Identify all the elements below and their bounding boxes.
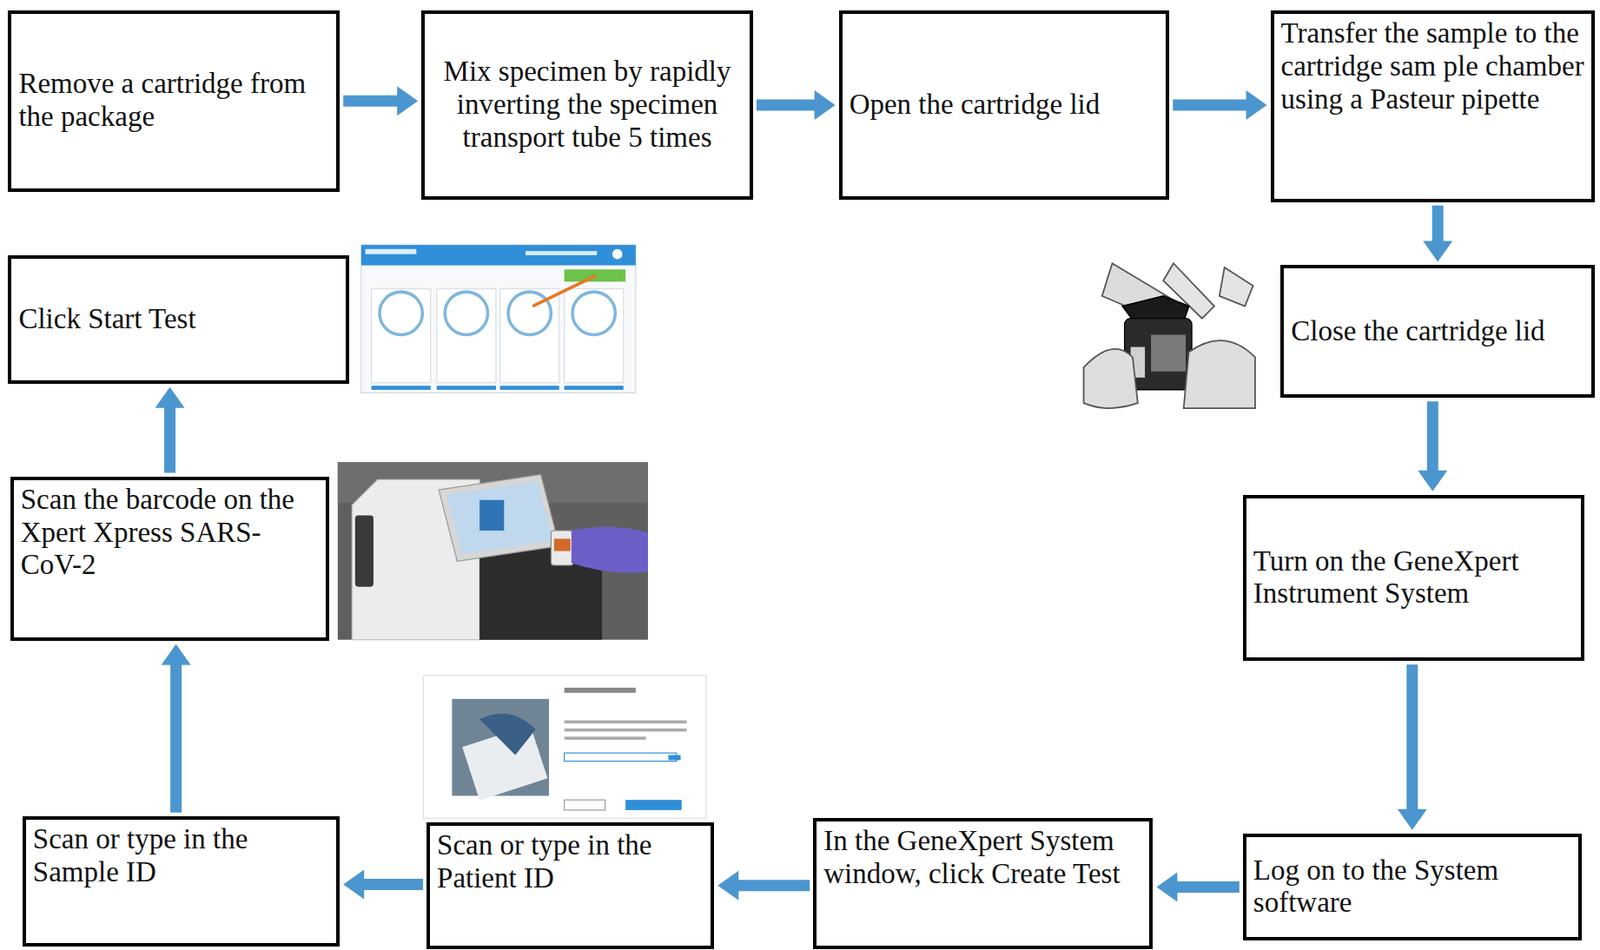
- flow-arrow: [155, 387, 186, 474]
- arrow-shaft: [736, 879, 810, 892]
- step-text: Log on to the System software: [1253, 854, 1572, 921]
- process-box: In the GeneXpert System window, click Cr…: [813, 818, 1153, 949]
- flow-arrow: [1156, 872, 1239, 902]
- arrow-head: [343, 869, 364, 900]
- instrument-photo: [337, 462, 648, 640]
- arrow-shaft: [1432, 205, 1444, 244]
- arrow-head: [1397, 809, 1428, 831]
- step-text: Scan the barcode on the Xpert Xpress SAR…: [20, 483, 320, 583]
- flow-arrow: [343, 85, 418, 116]
- arrow-shaft: [1427, 401, 1439, 473]
- arrow-shaft: [362, 879, 424, 891]
- flow-arrow: [1172, 90, 1267, 120]
- software-screenshot: [361, 244, 636, 393]
- flow-arrow: [161, 644, 192, 814]
- arrow-head: [1422, 240, 1453, 262]
- arrow-head: [396, 85, 418, 116]
- process-box: Transfer the sample to the cartridge sam…: [1270, 10, 1596, 203]
- process-box: Scan or type in the Sample ID: [22, 816, 340, 947]
- process-box: Close the cartridge lid: [1280, 264, 1595, 398]
- flow-arrow: [1417, 401, 1448, 492]
- process-box: Remove a cartridge from the package: [7, 10, 340, 192]
- step-text: Click Start Test: [18, 303, 338, 337]
- process-box: Scan or type in the Patient ID: [426, 822, 715, 950]
- flow-arrow: [756, 90, 836, 120]
- hands-illustration: [1079, 260, 1257, 414]
- step-text: Remove a cartridge from the package: [18, 67, 330, 134]
- arrow-shaft: [756, 99, 817, 111]
- step-text: Transfer the sample to the cartridge sam…: [1281, 17, 1586, 117]
- step-text: Close the cartridge lid: [1290, 315, 1585, 349]
- process-box: Open the cartridge lid: [839, 10, 1171, 201]
- flow-arrow: [1422, 205, 1453, 263]
- arrow-head: [717, 871, 739, 901]
- process-box: Scan the barcode on the Xpert Xpress SAR…: [10, 476, 331, 642]
- step-text: Scan or type in the Sample ID: [33, 823, 330, 890]
- arrow-head: [155, 387, 186, 409]
- arrow-shaft: [1406, 664, 1418, 812]
- arrow-head: [1246, 90, 1268, 120]
- process-box: Click Start Test: [7, 255, 349, 384]
- process-box: Log on to the System software: [1242, 833, 1582, 941]
- arrow-shaft: [1172, 99, 1248, 111]
- arrow-shaft: [1175, 881, 1239, 893]
- step-text: Mix specimen by rapidly inverting the sp…: [431, 55, 743, 155]
- arrow-shaft: [343, 95, 399, 107]
- arrow-head: [1156, 872, 1177, 902]
- arrow-head: [1417, 470, 1448, 492]
- process-box: Turn on the GeneXpert Instrument System: [1242, 495, 1586, 662]
- step-text: In the GeneXpert System window, click Cr…: [823, 825, 1143, 892]
- arrow-head: [814, 90, 836, 120]
- flow-arrow: [717, 871, 810, 901]
- process-box: Mix specimen by rapidly inverting the sp…: [421, 10, 754, 201]
- arrow-shaft: [170, 663, 182, 814]
- step-text: Scan or type in the Patient ID: [436, 829, 704, 896]
- arrow-shaft: [164, 406, 176, 474]
- arrow-head: [161, 644, 192, 666]
- step-text: Open the cartridge lid: [849, 88, 1160, 122]
- patient-dialog-screenshot: [423, 675, 707, 819]
- flow-arrow: [343, 869, 424, 900]
- step-text: Turn on the GeneXpert Instrument System: [1253, 545, 1575, 612]
- flow-arrow: [1397, 664, 1428, 831]
